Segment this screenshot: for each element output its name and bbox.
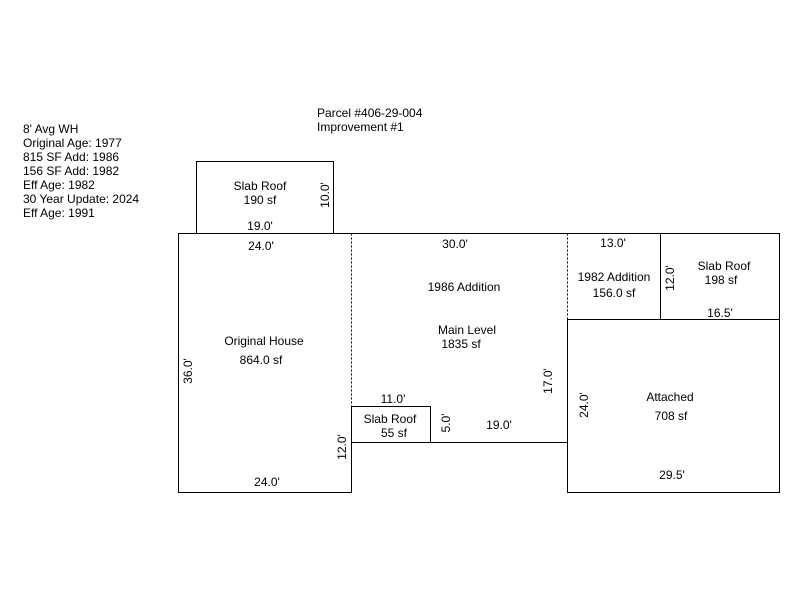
dimension-label: 19.0': [486, 418, 512, 432]
area-name: Main Level: [438, 323, 496, 337]
dimension-label: 24.0': [248, 239, 274, 253]
area-name: 1986 Addition: [428, 280, 501, 294]
dimension-label: 11.0': [381, 392, 406, 406]
attached-outline: [567, 319, 780, 493]
improvement-number: Improvement #1: [317, 120, 404, 134]
note-line: 30 Year Update: 2024: [23, 192, 139, 206]
dimension-label: 13.0': [600, 236, 626, 250]
dimension-label: 24.0': [254, 475, 280, 489]
area-size: 156.0 sf: [593, 286, 636, 300]
floor-plan-walls: [178, 161, 780, 493]
area-name: Attached: [646, 390, 693, 404]
area-size: 1835 sf: [441, 337, 481, 351]
area-labels: Slab Roof 190 sf Original House 864.0 sf…: [224, 179, 751, 440]
area-name: Slab Roof: [234, 179, 287, 193]
dimension-label: 29.5': [659, 468, 685, 482]
dimension-label: 19.0': [247, 219, 273, 233]
area-name: Slab Roof: [364, 412, 417, 426]
parcel-number: Parcel #406-29-004: [317, 106, 423, 120]
addition-1982-wall: [567, 233, 661, 320]
area-size: 198 sf: [705, 273, 738, 287]
dimension-label: 16.5': [707, 306, 733, 320]
sketch-notes: 8' Avg WH Original Age: 1977 815 SF Add:…: [23, 122, 139, 220]
area-name: Original House: [224, 334, 304, 348]
note-line: 8' Avg WH: [23, 122, 78, 136]
area-size: 708 sf: [655, 409, 688, 423]
dimension-label: 24.0': [577, 392, 591, 418]
area-name: 1982 Addition: [578, 270, 651, 284]
note-line: 815 SF Add: 1986: [23, 150, 119, 164]
dimension-label: 17.0': [541, 368, 555, 394]
dimension-labels: 19.0' 24.0' 30.0' 13.0' 16.5' 11.0' 19.0…: [181, 182, 733, 489]
note-line: 156 SF Add: 1982: [23, 164, 119, 178]
slab-roof-small-outline: [351, 406, 431, 443]
area-size: 190 sf: [244, 193, 277, 207]
dimension-label: 10.0': [318, 182, 332, 208]
area-size: 864.0 sf: [240, 353, 283, 367]
dimension-label: 5.0': [439, 414, 453, 433]
note-line: Eff Age: 1991: [23, 206, 95, 220]
area-name: Slab Roof: [698, 259, 751, 273]
dimension-label: 36.0': [181, 358, 195, 384]
area-size: 55 sf: [381, 426, 408, 440]
dimension-label: 12.0': [335, 434, 349, 460]
dimension-label: 30.0': [442, 237, 468, 251]
dimension-label: 12.0': [663, 265, 677, 291]
note-line: Original Age: 1977: [23, 136, 122, 150]
note-line: Eff Age: 1982: [23, 178, 95, 192]
